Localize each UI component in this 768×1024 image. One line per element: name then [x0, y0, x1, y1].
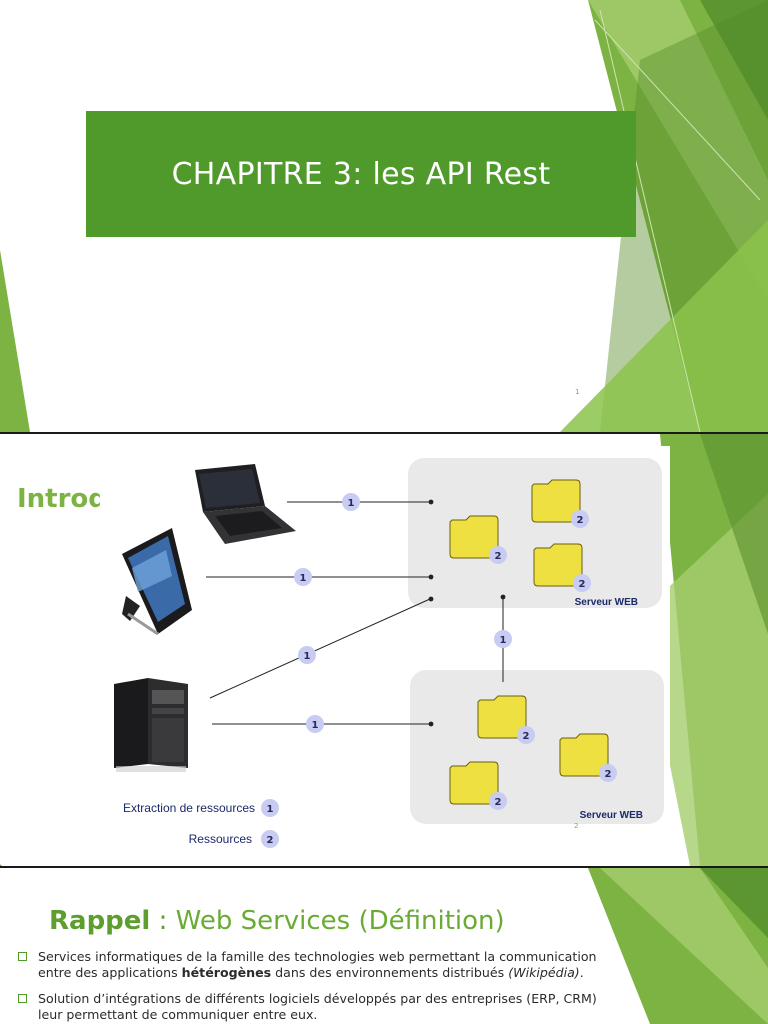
svg-text:2: 2: [579, 579, 586, 590]
heading-keyword: Rappel: [49, 906, 151, 936]
svg-text:Ressources: Ressources: [189, 832, 252, 846]
page-title: CHAPITRE 3: les API Rest: [171, 156, 551, 192]
laptop-icon: [195, 464, 296, 544]
svg-text:2: 2: [495, 551, 502, 562]
tablet-icon: [122, 528, 192, 636]
folder-icon: 2: [559, 733, 617, 782]
page-number: 2: [574, 822, 579, 830]
slide-decoration: [588, 868, 768, 1024]
svg-text:2: 2: [495, 797, 502, 808]
bullet-text: entre des applications: [38, 965, 182, 980]
request-badge: 1: [306, 715, 324, 733]
svg-text:2: 2: [523, 731, 530, 742]
server-area-top: [408, 458, 662, 608]
server-area-bottom: [410, 670, 664, 824]
svg-text:2: 2: [267, 835, 274, 846]
bullet-item: Solution d’intégrations de différents lo…: [18, 991, 628, 1023]
request-badge: 1: [298, 646, 316, 664]
bullet-emphasis: hétérogènes: [181, 965, 272, 980]
request-badge: 1: [294, 568, 312, 586]
heading-rest: Web Services (Définition): [175, 906, 505, 936]
svg-text:Extraction de ressources: Extraction de ressources: [123, 801, 255, 815]
slide-separator: [0, 866, 768, 868]
bullet-square-icon: [18, 994, 27, 1003]
slide-heading: Rappel : Web Services (Définition): [49, 906, 505, 936]
page-number: 1: [575, 388, 580, 396]
legend-item: Ressources 2: [189, 830, 279, 848]
folder-icon: 2: [533, 543, 591, 592]
bullet-text: Solution d’intégrations de différents lo…: [38, 991, 597, 1006]
svg-text:1: 1: [348, 498, 355, 509]
folder-icon: 2: [449, 761, 507, 810]
slide-decoration: [0, 0, 768, 432]
heading-separator: :: [150, 906, 176, 936]
bullet-text: dans des environnements distribués: [271, 965, 509, 980]
bullet-text: .: [579, 965, 584, 980]
request-badge: 1: [342, 493, 360, 511]
svg-text:1: 1: [304, 651, 311, 662]
svg-text:1: 1: [312, 720, 319, 731]
bullet-item: Services informatiques de la famille des…: [18, 949, 628, 981]
slide-title: CHAPITRE 3: les API Rest 1: [0, 0, 768, 432]
bullet-square-icon: [18, 952, 27, 961]
slide-rappel: [0, 868, 768, 1024]
request-badge: 1: [494, 630, 512, 648]
svg-text:2: 2: [605, 769, 612, 780]
server-label: Serveur WEB: [580, 810, 643, 821]
svg-text:1: 1: [300, 573, 307, 584]
svg-text:1: 1: [500, 635, 507, 646]
server-tower-icon: [114, 678, 188, 772]
bullet-citation: (Wikipédia): [508, 965, 580, 980]
slide-decoration: [0, 434, 768, 866]
svg-text:1: 1: [267, 804, 274, 815]
bullet-text: leur permettant de communiquer entre eux…: [38, 1007, 318, 1022]
folder-icon: 2: [477, 695, 535, 744]
svg-text:2: 2: [577, 515, 584, 526]
slide-separator: [0, 432, 768, 434]
legend-item: Extraction de ressources 1: [123, 799, 279, 817]
server-label: Serveur WEB: [575, 597, 638, 608]
slide-title-box: CHAPITRE 3: les API Rest: [86, 111, 636, 237]
folder-icon: 2: [531, 479, 589, 528]
bullet-text: Services informatiques de la famille des…: [38, 949, 597, 964]
web-architecture-diagram: 1 1 1 1 1 2 2: [100, 446, 670, 856]
slide-introduction: Introduction: [0, 434, 768, 866]
folder-icon: 2: [449, 515, 507, 564]
